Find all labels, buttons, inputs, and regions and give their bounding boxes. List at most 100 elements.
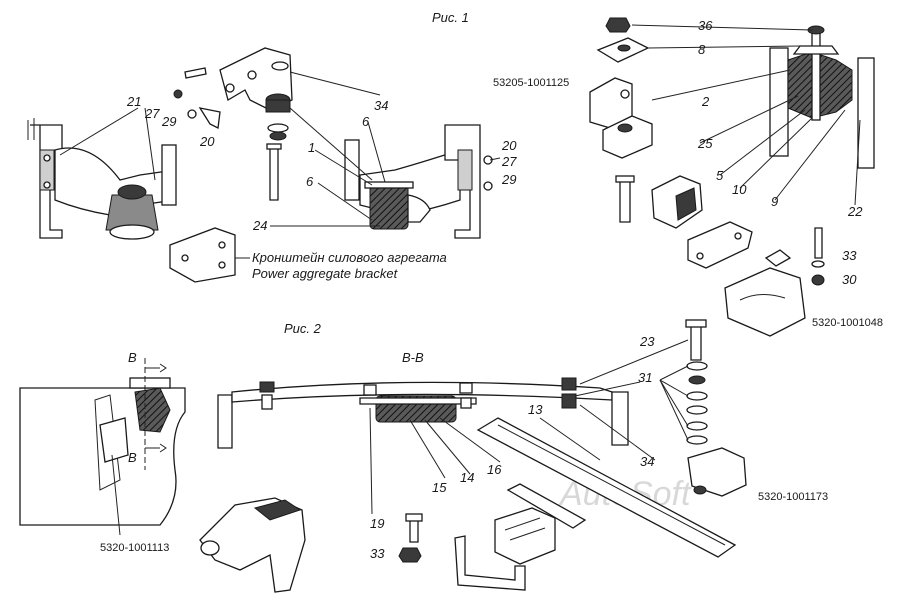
leader-34 <box>289 71 381 96</box>
bracket-top-face <box>253 499 302 521</box>
bolt-24-head <box>266 143 282 150</box>
part-9-clip <box>764 249 792 267</box>
part-label-5: 5 <box>716 168 724 183</box>
part-label-33b: 33 <box>370 546 385 561</box>
fig2-section-bb <box>217 319 747 591</box>
washer-29 <box>187 109 197 119</box>
bb-bolt <box>363 384 377 396</box>
part-label-29a: 29 <box>161 114 176 129</box>
bb-right-upright <box>611 391 629 446</box>
bb-nut <box>561 393 577 409</box>
bb-nut <box>261 394 273 410</box>
leader-8 <box>647 45 801 49</box>
assembly-right-plate <box>857 57 875 169</box>
bolt-19 <box>409 519 419 543</box>
part-label-27b: 27 <box>501 154 517 169</box>
leader-6a <box>367 121 386 183</box>
washer-lower <box>269 131 287 141</box>
section-marker-top: В <box>128 350 137 365</box>
leader-2 <box>651 69 791 101</box>
nut-36 <box>605 17 631 33</box>
leader-34b <box>289 107 373 181</box>
leader-16 <box>439 417 501 463</box>
part-13-long-strip <box>476 417 737 558</box>
left-bolt <box>43 181 51 189</box>
part-label-13: 13 <box>528 402 543 417</box>
leader-23 <box>579 339 689 385</box>
leader-34b <box>579 404 656 461</box>
section-arrow-bottom <box>145 443 167 453</box>
bolt-23-head <box>685 319 707 328</box>
section-marker-bottom: В <box>128 450 137 465</box>
fig1-title: Рис. 1 <box>432 10 469 25</box>
part-label-2: 2 <box>701 94 710 109</box>
left-bolt-ends <box>27 118 35 140</box>
part-label-14: 14 <box>460 470 474 485</box>
bracket-hole <box>218 241 226 249</box>
bb-nut <box>460 397 472 409</box>
part-label-5320-1001048: 5320-1001048 <box>812 317 883 329</box>
assembly-cap <box>792 45 840 55</box>
cushion-base-left <box>109 224 155 240</box>
part-label-16: 16 <box>487 462 502 477</box>
part-label-27a: 27 <box>144 106 160 121</box>
part-label-6b: 6 <box>306 174 314 189</box>
leader-9 <box>774 109 846 201</box>
leader-25 <box>699 95 799 144</box>
washer-33 <box>811 260 825 268</box>
part-label-30: 30 <box>842 272 857 287</box>
bolt-23 <box>690 325 702 361</box>
part-label-19: 19 <box>370 516 384 531</box>
leader-31 <box>574 381 641 397</box>
part-label-23: 23 <box>639 334 655 349</box>
fig1-engine-mount-front <box>27 47 501 283</box>
bb-bolt <box>561 377 577 391</box>
part-label-5320-1001113: 5320-1001113 <box>100 542 169 554</box>
strip-edge <box>497 424 726 546</box>
part-15-clamp <box>454 535 526 591</box>
part-2-hole <box>617 123 633 133</box>
labels: Рис. 1 Рис. 2 В-В В В Кронштейн силового… <box>100 10 883 561</box>
bb-bolt <box>259 381 275 393</box>
bracket-hole <box>225 83 235 93</box>
bolt-19-head <box>405 513 423 522</box>
leader-31d <box>659 379 689 427</box>
side-bracket-5320-1001113 <box>99 417 129 463</box>
side-mount-cushion <box>134 387 171 433</box>
bracket-bushing <box>200 540 220 556</box>
fig2-title: Рис. 2 <box>284 321 322 336</box>
part-label-1: 1 <box>308 140 315 155</box>
washer-mid <box>267 123 289 133</box>
part-16-strip <box>506 483 587 529</box>
part-14-rubber-block <box>494 507 556 565</box>
part-label-22: 22 <box>847 204 863 219</box>
leader-21 <box>59 107 139 156</box>
caption-bracket-en: Power aggregate bracket <box>252 266 399 281</box>
cushion-side-right <box>407 194 431 223</box>
part-label-20b: 20 <box>501 138 517 153</box>
leader-5320-1001113 <box>111 454 121 536</box>
part-label-8: 8 <box>698 42 706 57</box>
nut-top <box>271 61 289 71</box>
part-label-36: 36 <box>698 18 713 33</box>
washer-31 <box>686 391 708 401</box>
right-clamp-plate <box>457 149 473 191</box>
leader-13 <box>539 417 601 461</box>
fig2-side-view <box>19 358 306 593</box>
bushing-34 <box>693 485 707 495</box>
bb-bolt-group-mid <box>363 382 473 409</box>
leader-22 <box>854 119 861 206</box>
washer-31 <box>688 375 706 385</box>
leader-19 <box>369 407 373 515</box>
bb-clamp-strip <box>359 397 477 405</box>
section-title: В-В <box>402 350 424 365</box>
leader-31e <box>659 379 689 441</box>
part-label-15: 15 <box>432 480 447 495</box>
bolt-20 <box>198 107 221 129</box>
leader-15 <box>409 419 446 479</box>
bolt-25 <box>619 179 631 223</box>
bb-left-upright <box>217 394 233 449</box>
part-label-21: 21 <box>126 94 141 109</box>
